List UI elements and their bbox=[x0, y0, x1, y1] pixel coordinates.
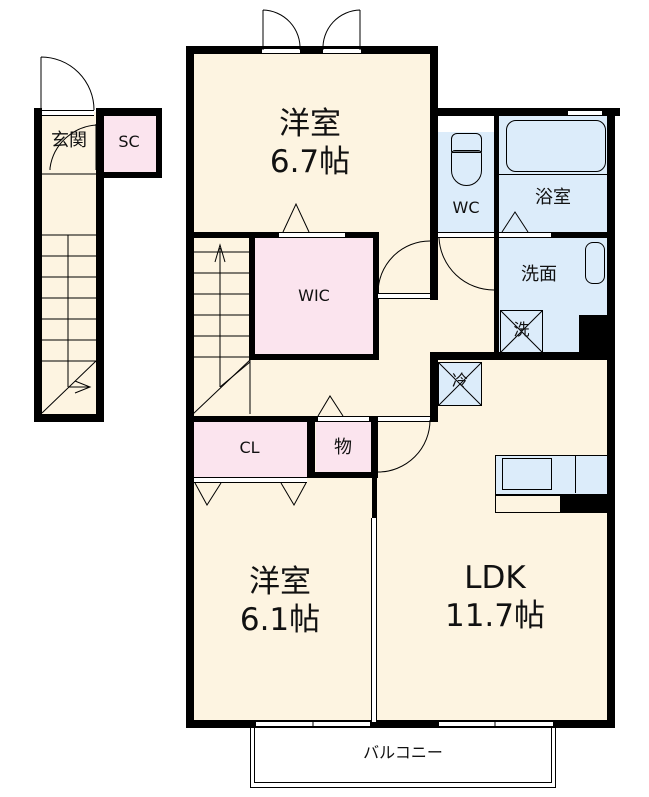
window bbox=[323, 48, 361, 54]
wall bbox=[186, 46, 194, 728]
wall bbox=[373, 232, 379, 360]
wall bbox=[192, 416, 378, 422]
wall bbox=[186, 720, 615, 728]
wall bbox=[579, 315, 609, 355]
washroom-label: 洗面 bbox=[521, 264, 557, 285]
bath-window bbox=[568, 110, 602, 116]
shoe-closet-label: SC bbox=[118, 132, 140, 151]
ldk-door-opening bbox=[378, 416, 430, 422]
wall bbox=[371, 416, 378, 478]
wall bbox=[430, 46, 438, 300]
ldk-label: LDK bbox=[464, 560, 526, 596]
wall bbox=[307, 416, 315, 478]
storage-door-opening bbox=[318, 416, 369, 422]
washer-label: 洗 bbox=[513, 320, 530, 339]
sliding-partition bbox=[371, 518, 377, 722]
kitchen-base bbox=[495, 495, 561, 513]
entrance-area bbox=[40, 112, 98, 416]
ldk-size: 11.7帖 bbox=[444, 598, 546, 634]
wall bbox=[432, 352, 612, 360]
wash-basin bbox=[585, 242, 605, 284]
wall bbox=[249, 354, 379, 360]
toilet-label: WC bbox=[452, 198, 480, 217]
wc-door-opening bbox=[438, 232, 494, 238]
balcony-window-right bbox=[439, 721, 553, 727]
fridge-label: 冷 bbox=[451, 371, 468, 390]
wall bbox=[156, 108, 162, 178]
window bbox=[262, 48, 300, 54]
wall bbox=[34, 414, 104, 422]
wall bbox=[494, 116, 499, 354]
room1-door-opening bbox=[378, 293, 430, 299]
western-room-1-label: 洋室 bbox=[279, 106, 341, 142]
wall bbox=[430, 108, 620, 116]
toilet-bowl bbox=[451, 150, 482, 186]
storage-area bbox=[316, 422, 371, 477]
wall bbox=[96, 108, 162, 116]
balcony-area bbox=[250, 725, 556, 788]
balcony-window-left bbox=[256, 721, 370, 727]
bathroom-label: 浴室 bbox=[535, 187, 571, 208]
closet-label: CL bbox=[239, 438, 260, 457]
western-room-2-size: 6.1帖 bbox=[239, 602, 321, 638]
western-room-1-size: 6.7帖 bbox=[269, 144, 351, 180]
walk-in-closet-area bbox=[255, 238, 373, 356]
bathtub-line bbox=[499, 174, 607, 175]
bathtub bbox=[506, 120, 606, 172]
entrance-door-opening bbox=[42, 110, 94, 116]
kitchen-divider bbox=[575, 455, 576, 493]
kitchen-sink bbox=[502, 458, 552, 490]
wall bbox=[249, 232, 255, 360]
kitchen-wall-block bbox=[561, 495, 613, 513]
wall bbox=[96, 108, 104, 422]
wic-door-opening bbox=[279, 232, 345, 238]
closet-area bbox=[192, 422, 307, 477]
bath-door-opening bbox=[499, 232, 551, 238]
storage-label: 物 bbox=[334, 437, 352, 458]
wall bbox=[607, 108, 615, 728]
balcony-inner-line bbox=[254, 725, 552, 783]
wall bbox=[186, 46, 438, 54]
entrance-label: 玄関 bbox=[51, 130, 87, 151]
western-room-2-label: 洋室 bbox=[249, 564, 311, 600]
wall bbox=[34, 108, 42, 422]
wall bbox=[307, 472, 378, 478]
cl-door-opening bbox=[194, 477, 307, 483]
shoe-closet-area bbox=[102, 116, 156, 172]
wall bbox=[430, 352, 438, 422]
balcony-label: バルコニー bbox=[363, 743, 443, 762]
wic-label: WIC bbox=[298, 286, 330, 305]
wall bbox=[96, 172, 162, 178]
wall bbox=[372, 478, 377, 518]
